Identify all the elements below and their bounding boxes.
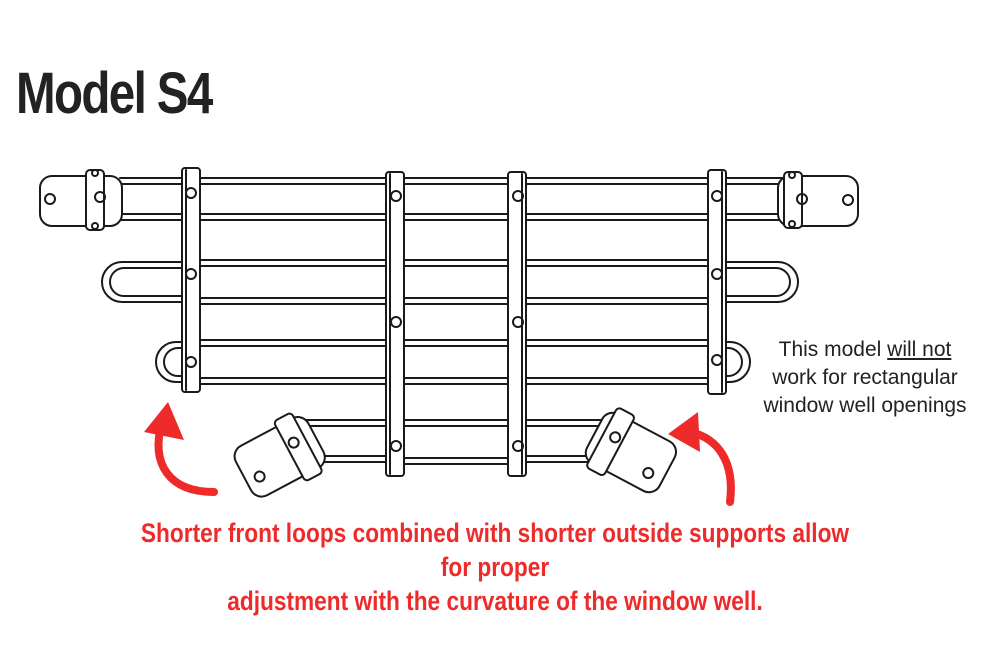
left-foot-support: [233, 412, 326, 498]
upright-right: [707, 169, 727, 395]
left-end-bracket: [39, 169, 123, 231]
note-emphasis: will not: [887, 338, 952, 361]
upright-center-left: [385, 171, 405, 477]
caption-line-2: adjustment with the curvature of the win…: [227, 586, 763, 616]
right-foot-support: [584, 407, 677, 494]
right-section-bars: [521, 259, 713, 385]
upright-left: [181, 167, 201, 393]
feature-caption: Shorter front loops combined with shorte…: [130, 516, 861, 618]
middle-section-bars: [403, 259, 509, 465]
compatibility-note: This model will not work for rectangular…: [740, 336, 990, 420]
note-line-1: This model will not: [778, 338, 952, 361]
right-end-bracket: [777, 171, 859, 229]
note-line-3: window well openings: [763, 394, 967, 417]
caption-line-1: Shorter front loops combined with shorte…: [140, 518, 850, 582]
page-title: Model S4: [16, 61, 213, 126]
curved-arrow-up-left-icon: [144, 402, 218, 496]
curved-arrow-left-icon: [668, 412, 735, 506]
upright-center-right: [507, 171, 527, 477]
note-line-2: work for rectangular: [772, 366, 958, 389]
top-bar: [119, 177, 791, 221]
front-loops: [155, 341, 751, 383]
back-loops: [101, 261, 799, 303]
left-section-bars: [191, 259, 389, 385]
